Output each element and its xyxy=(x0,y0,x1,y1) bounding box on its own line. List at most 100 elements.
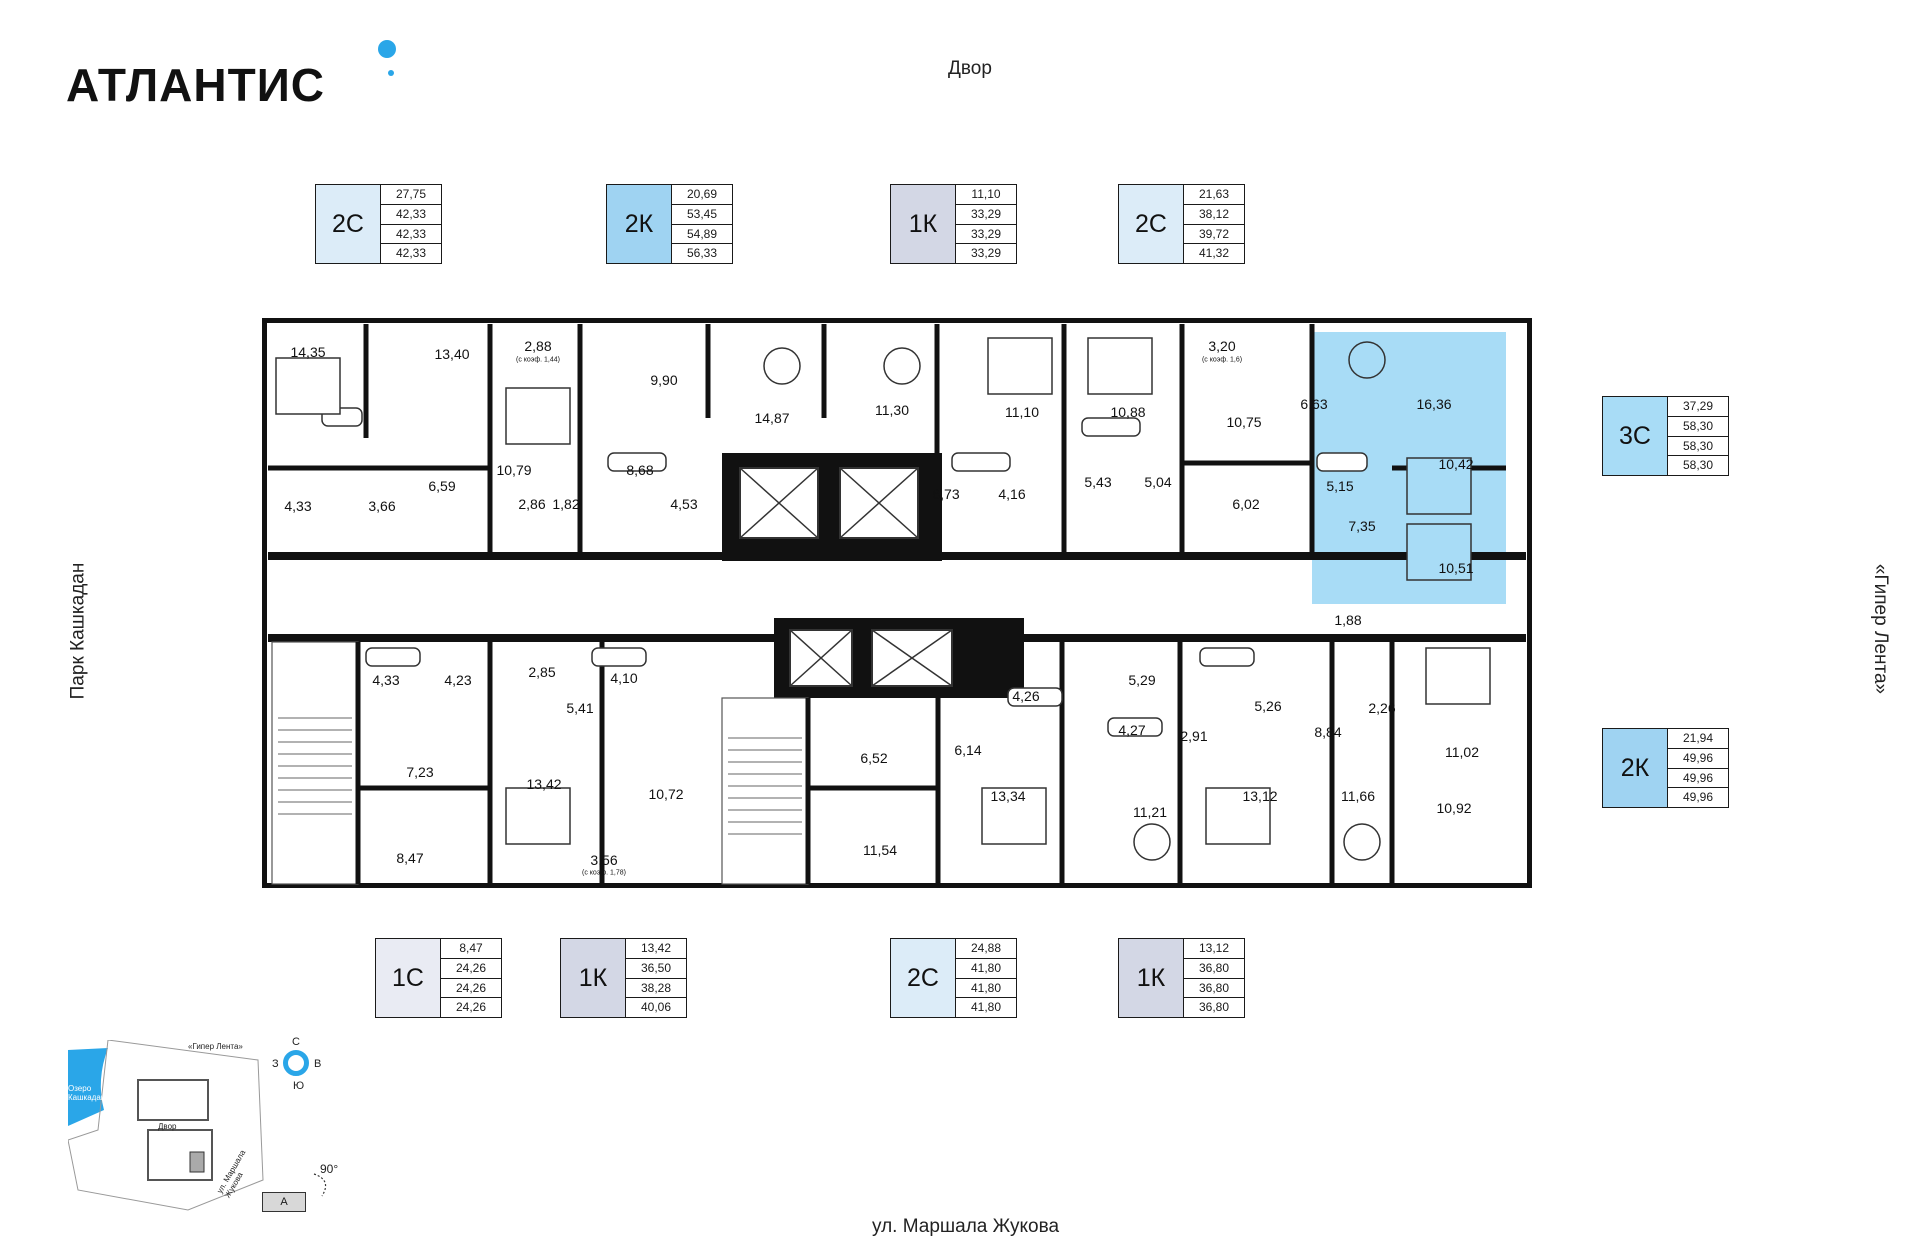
room-area-label: 5,15 xyxy=(1326,478,1354,494)
room-area-label: 6,52 xyxy=(860,750,888,766)
room-area-label: 10,51 xyxy=(1438,560,1474,576)
room-area-label: (с коэф. 1,6) xyxy=(1201,356,1243,364)
room-area-label: 10,72 xyxy=(648,786,684,802)
apartment-type: 1К xyxy=(561,939,626,1017)
apartment-area-value: 36,80 xyxy=(1184,979,1244,999)
room-area-label: 7,35 xyxy=(1348,518,1376,534)
apartment-area-value: 53,45 xyxy=(672,205,732,225)
apartment-area-value: 21,63 xyxy=(1184,185,1244,205)
compass-west: З xyxy=(272,1058,279,1070)
room-area-label: 10,42 xyxy=(1438,456,1474,472)
apartment-area-value: 8,47 xyxy=(441,939,501,959)
apartment-area-value: 41,80 xyxy=(956,979,1016,999)
label-top: Двор xyxy=(948,58,992,79)
apartment-type: 2С xyxy=(316,185,381,263)
room-area-label: 11,66 xyxy=(1341,788,1375,804)
rotation-label: 90° xyxy=(320,1162,339,1176)
room-area-label: 4,23 xyxy=(444,672,472,688)
apartment-area-value: 38,28 xyxy=(626,979,686,999)
apartment-area-value: 24,26 xyxy=(441,979,501,999)
apartment-area-value: 24,26 xyxy=(455,1000,487,1015)
room-area-label: 4,26 xyxy=(1012,688,1040,704)
room-area-label: (с коэф. 1,78) xyxy=(582,869,626,877)
room-area-label: 8,84 xyxy=(1314,724,1342,740)
room-area-label: 11,21 xyxy=(1133,804,1167,820)
apartment-area-value: 42,33 xyxy=(395,246,427,261)
room-area-label: 10,75 xyxy=(1226,414,1262,430)
room-area-label: 6,59 xyxy=(428,478,456,494)
apartment-area-value: 11,10 xyxy=(956,185,1016,205)
compass-north: С xyxy=(292,1036,300,1048)
apartment-area-value: 58,30 xyxy=(1682,458,1714,473)
room-area-label: 13,42 xyxy=(526,776,562,792)
apartment-area-value: 24,26 xyxy=(441,959,501,979)
apartment-area-value: 49,96 xyxy=(1668,749,1728,769)
apartment-area-value: 41,80 xyxy=(956,959,1016,979)
room-area-label: 6,02 xyxy=(1232,496,1260,512)
minimap-store-label: «Гипер Лента» xyxy=(188,1042,243,1051)
apartment-area-value: 36,80 xyxy=(1198,1000,1230,1015)
room-area-label: 1,88 xyxy=(1334,612,1362,628)
apartment-area-value: 38,12 xyxy=(1184,205,1244,225)
apartment-area-value: 54,89 xyxy=(672,225,732,245)
apartment-area-value: 13,42 xyxy=(626,939,686,959)
room-area-label: 6,63 xyxy=(1300,396,1328,412)
room-area-label: 5,29 xyxy=(1128,672,1156,688)
apartment-area-value: 42,33 xyxy=(381,225,441,245)
room-area-label: 4,33 xyxy=(284,498,312,514)
apartment-area-value: 40,06 xyxy=(640,1000,672,1015)
compass-south: Ю xyxy=(293,1080,305,1092)
apartment-area-value: 20,69 xyxy=(672,185,732,205)
room-area-label: 8,47 xyxy=(396,850,424,866)
apartment-area-value: 42,33 xyxy=(381,205,441,225)
apartment-type: 2К xyxy=(607,185,672,263)
room-area-label: 5,41 xyxy=(566,700,594,716)
room-area-label: 10,92 xyxy=(1436,800,1472,816)
room-area-label: 4,33 xyxy=(372,672,400,688)
room-area-label: 7,23 xyxy=(406,764,434,780)
apartment-area-value: 58,30 xyxy=(1668,417,1728,437)
apartment-area-value: 56,33 xyxy=(686,246,718,261)
room-area-label: 6,14 xyxy=(954,742,982,758)
compass-east: В xyxy=(314,1058,322,1070)
apartment-area-value: 33,29 xyxy=(956,225,1016,245)
apartment-area-value: 21,94 xyxy=(1668,729,1728,749)
room-area-label: 5,43 xyxy=(1084,474,1112,490)
label-bottom: ул. Маршала Жукова xyxy=(872,1216,1060,1237)
room-area-label: 10,79 xyxy=(496,462,532,478)
section-marker: А xyxy=(262,1192,306,1212)
apartment-type: 1К xyxy=(1119,939,1184,1017)
apartment-area-value: 36,50 xyxy=(626,959,686,979)
room-area-label: 13,34 xyxy=(990,788,1026,804)
room-area-label: 2,86 xyxy=(518,496,546,512)
room-area-label: 16,36 xyxy=(1416,396,1452,412)
room-area-label: 8,68 xyxy=(626,462,654,478)
room-area-label: 5,04 xyxy=(1144,474,1172,490)
room-area-label: 14,87 xyxy=(754,410,790,426)
minimap-lake-label: Озеро Кашкадан xyxy=(68,1084,106,1102)
apartment-area-value: 58,30 xyxy=(1668,437,1728,457)
site-minimap-drawing xyxy=(67,1039,264,1211)
apartment-area-value: 37,29 xyxy=(1668,397,1728,417)
brand-dot-small-icon xyxy=(388,70,394,76)
apartment-area-value: 33,29 xyxy=(970,246,1002,261)
compass-icon xyxy=(283,1050,309,1076)
room-area-label: 2,26 xyxy=(1368,700,1396,716)
room-area-label: 11,54 xyxy=(863,842,897,858)
apartment-area-value: 41,80 xyxy=(970,1000,1002,1015)
room-area-label: 4,27 xyxy=(1118,722,1146,738)
room-area-label: 2,85 xyxy=(528,664,556,680)
minimap-yard-label: Двор xyxy=(158,1122,177,1131)
room-area-label: 4,53 xyxy=(670,496,698,512)
